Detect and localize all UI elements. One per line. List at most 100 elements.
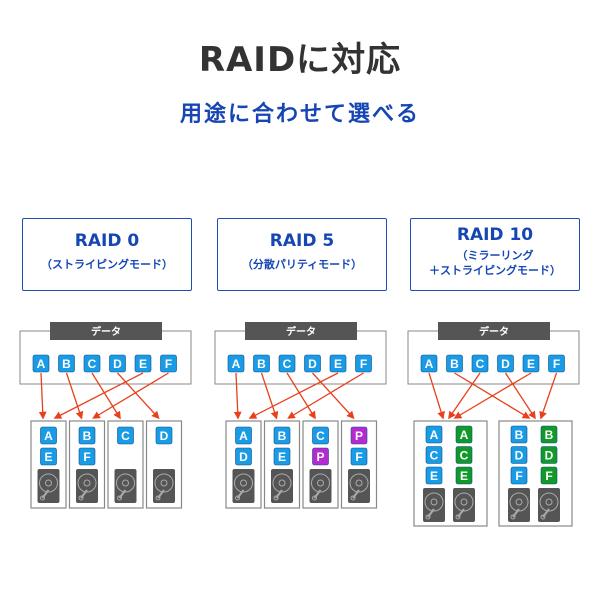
raid0-disk1-block-A-rect bbox=[40, 426, 57, 445]
raid0-data-header bbox=[50, 322, 162, 340]
raid10-group2-col1-block-D-label: D bbox=[515, 449, 524, 463]
raid10-group2-col2-hdd-icon bbox=[538, 488, 560, 522]
raid5-disk4-block-P-rect bbox=[350, 426, 368, 445]
raid10-group2-col2-block-F-label: F bbox=[545, 469, 552, 483]
raid0-disk1-block-E-label: E bbox=[44, 450, 52, 464]
raid10-group1-col1-block-A-label: A bbox=[430, 428, 439, 442]
raid10-data-block-C-rect bbox=[471, 354, 489, 373]
raid5-disk1-block-A-rect bbox=[235, 426, 252, 445]
hdd-pivot bbox=[540, 514, 546, 520]
raid10-data-block-D: D bbox=[497, 354, 514, 373]
raid10-data-block-A: A bbox=[420, 354, 438, 373]
raid0-disk1-block-A-label: A bbox=[44, 429, 53, 443]
raid5-disk3-block-C: C bbox=[312, 426, 329, 445]
hdd-platter bbox=[154, 473, 174, 493]
raid10-group1-col1-block-E-rect bbox=[425, 466, 443, 485]
raid10-group2-col1-block-B-label: B bbox=[515, 428, 524, 442]
hdd-pivot bbox=[78, 495, 84, 501]
raid0-data-block-B-label: B bbox=[62, 357, 71, 371]
raid10-data-block-C-label: C bbox=[476, 357, 485, 371]
raid5-disk3-block-P: P bbox=[312, 447, 329, 466]
raid5-disk2-block-B-rect bbox=[273, 426, 291, 445]
raid10-group2-col2-block-F-rect bbox=[540, 466, 558, 485]
raid10-group1-col2-block-E-label: E bbox=[460, 469, 468, 483]
raid10-group1-col2-hdd-icon bbox=[453, 488, 475, 522]
raid5-disk3-block-C-label: C bbox=[316, 429, 325, 443]
raid0-data-block-B: B bbox=[58, 354, 75, 373]
hdd-pivot bbox=[510, 514, 516, 520]
hdd-pivot bbox=[350, 495, 356, 501]
raid0-data-block-C: C bbox=[83, 354, 101, 373]
raid0-data-block-E-label: E bbox=[139, 357, 147, 371]
raid0-data-block-D-rect bbox=[109, 354, 126, 373]
raid0-arrow-F bbox=[92, 372, 169, 419]
hdd-spindle bbox=[240, 479, 247, 487]
hdd-spindle bbox=[460, 498, 468, 506]
raid5-disk2-block-B-label: B bbox=[278, 429, 287, 443]
hdd-spindle bbox=[430, 498, 438, 506]
raid0-disk2-block-F-rect bbox=[78, 447, 96, 466]
raid5-data-block-A: A bbox=[227, 354, 245, 373]
raid0-name: RAID 0 bbox=[74, 231, 140, 251]
raid5-data-block-C-label: C bbox=[283, 357, 292, 371]
raid0-data-block-A-label: A bbox=[37, 357, 46, 371]
raid5-data-block-E-label: E bbox=[334, 357, 342, 371]
raid0-data-block-F-label: F bbox=[165, 357, 172, 371]
raid0-disk4-block-D-label: D bbox=[160, 429, 169, 443]
raid10-data-block-B-label: B bbox=[450, 357, 459, 371]
raid0-data-block-D-label: D bbox=[113, 357, 122, 371]
page-title: RAIDに対応 bbox=[198, 40, 402, 80]
raid10-group1-col2-block-E-rect bbox=[455, 466, 473, 485]
raid10-group1-col2-block-E: E bbox=[455, 466, 473, 485]
raid10-data-block-B: B bbox=[446, 354, 463, 373]
raid10-arrow-A bbox=[428, 372, 445, 420]
raid10-group1-col1-block-E: E bbox=[425, 466, 443, 485]
raid10-data-block-F-rect bbox=[548, 354, 565, 373]
raid0-disk2-hdd-icon bbox=[76, 469, 98, 503]
raid5-disk2-hdd-icon bbox=[271, 469, 293, 503]
raid5-disk1-block-D: D bbox=[235, 447, 252, 466]
hdd-platter bbox=[311, 473, 330, 493]
raid5-disk2-block-E: E bbox=[273, 447, 291, 466]
raid0-disk3-block-C: C bbox=[117, 426, 134, 445]
hdd-platter bbox=[234, 473, 253, 493]
raid5-data-block-A-rect bbox=[227, 354, 245, 373]
raid5-data-block-F-label: F bbox=[360, 357, 367, 371]
raid5-arrow-A bbox=[233, 372, 242, 420]
raid10-mode-box: RAID 10 （ミラーリング ＋ストライピングモード） bbox=[410, 218, 580, 291]
raid0-disk3-hdd-icon bbox=[114, 469, 137, 503]
raid5-disk1-block-D-label: D bbox=[239, 450, 248, 464]
raid5-data-block-E-rect bbox=[329, 354, 347, 373]
raid10-data-header-label: データ bbox=[479, 325, 509, 338]
raid5-arrow-E bbox=[248, 372, 339, 419]
raid10-group2-col2-block-B: B bbox=[540, 425, 558, 444]
raid10-group1-col2-block-A: A bbox=[455, 425, 473, 444]
raid5-arrow-C bbox=[286, 372, 316, 420]
raid10-data-block-E: E bbox=[522, 354, 540, 373]
hdd-pivot bbox=[117, 495, 122, 501]
raid0-data-block-A: A bbox=[32, 354, 50, 373]
raid10-group2-col1-block-B-rect bbox=[510, 425, 528, 444]
raid5-desc: （分散パリティモード） bbox=[241, 258, 363, 271]
hdd-spindle bbox=[545, 498, 553, 506]
raid10-data-block-C: C bbox=[471, 354, 489, 373]
raid10-group2-col1-block-D-rect bbox=[510, 446, 528, 464]
raid5-disk1-block-D-rect bbox=[235, 447, 252, 466]
raid0-data-block-B-rect bbox=[58, 354, 75, 373]
hdd-platter bbox=[77, 473, 97, 493]
raid0-data-block-E-rect bbox=[134, 354, 152, 373]
hdd-platter bbox=[272, 473, 292, 493]
raid5-disk2-block-B: B bbox=[273, 426, 291, 445]
raid5-name: RAID 5 bbox=[269, 231, 335, 251]
hdd-spindle bbox=[83, 479, 91, 487]
hdd-platter bbox=[454, 492, 474, 512]
hdd-pivot bbox=[40, 495, 45, 501]
raid0-arrow-D bbox=[117, 372, 160, 420]
raid10-group2-col2-block-D: D bbox=[540, 446, 558, 464]
raid10-data-block-F-label: F bbox=[553, 357, 560, 371]
raid5-disk4-block-F: F bbox=[350, 447, 368, 466]
raid5-disk2-block-E-label: E bbox=[278, 450, 286, 464]
raid5-data-block-B: B bbox=[253, 354, 270, 373]
raid10-group1-col2-block-A-label: A bbox=[460, 428, 469, 442]
raid10-group1-col1-hdd-icon bbox=[423, 488, 445, 522]
